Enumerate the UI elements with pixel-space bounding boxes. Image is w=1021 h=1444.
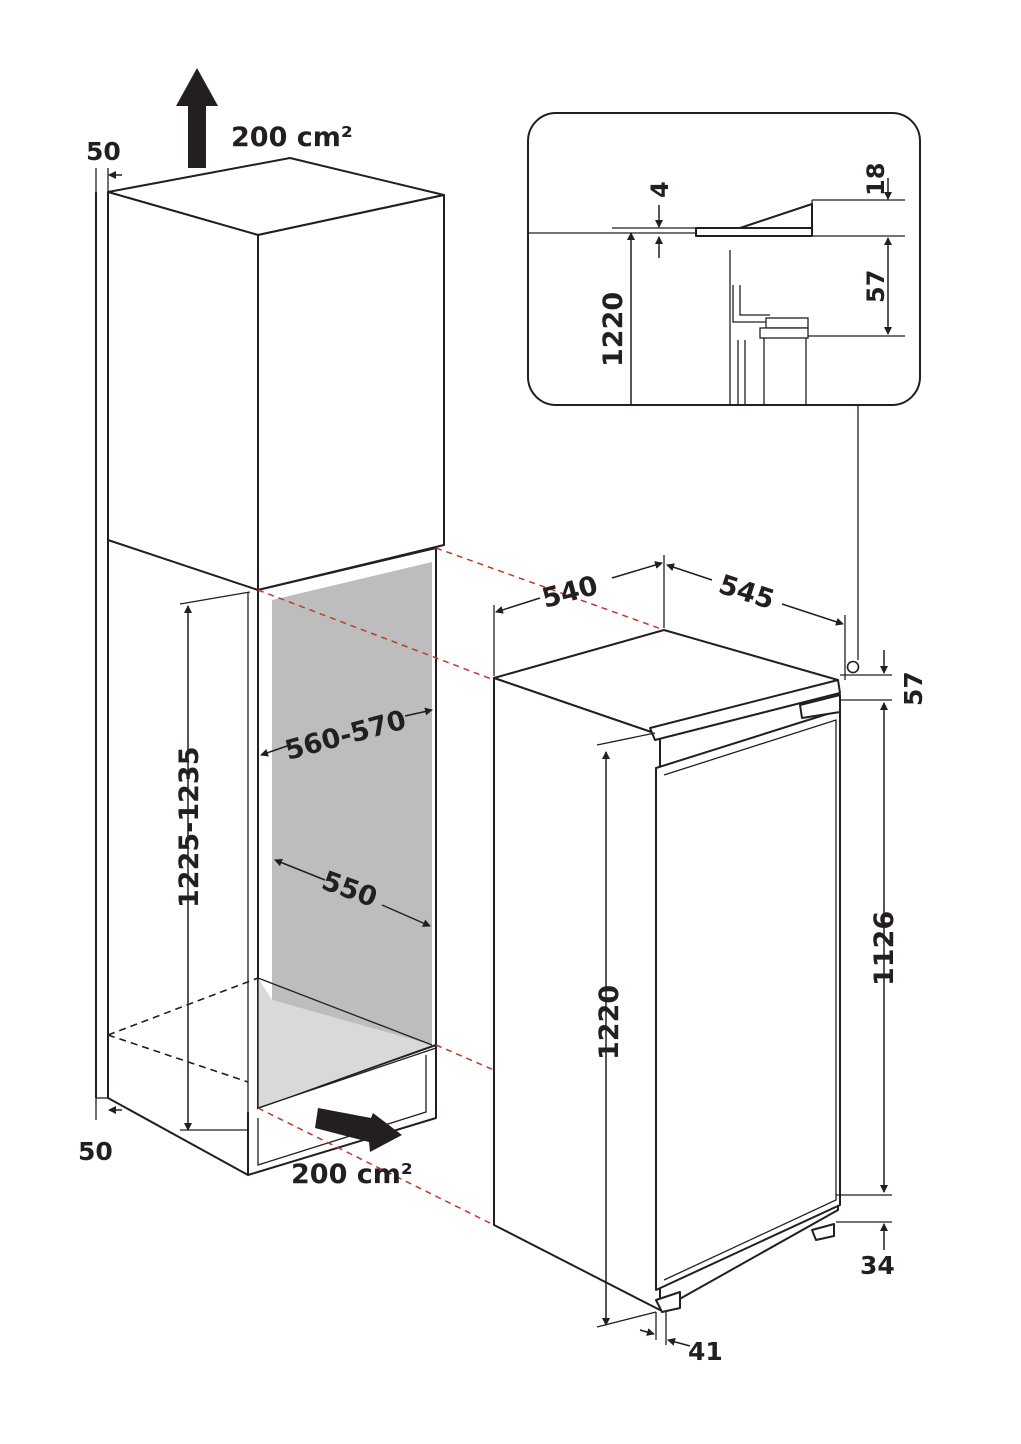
- detail-height-label: 1220: [598, 292, 629, 367]
- cabinet-left-face: [107, 191, 259, 591]
- appliance-height-label: 1220: [594, 985, 625, 1060]
- gap-top-label: 50: [86, 137, 121, 166]
- arrow-diagonal-icon: [315, 1108, 402, 1152]
- alignment-guides: [257, 547, 665, 1226]
- door-height-label: 1126: [869, 911, 900, 986]
- appliance-door: [655, 709, 841, 1291]
- vent-top-label: 200 cm²: [231, 122, 353, 153]
- door-offset-label: 41: [688, 1337, 723, 1366]
- niche-floor: [258, 978, 432, 1108]
- detail-gap-label: 4: [646, 181, 674, 198]
- appliance: [493, 629, 860, 1313]
- arrow-up-icon: [176, 68, 218, 168]
- detail-top-label: 18: [862, 163, 890, 196]
- cabinet: [95, 157, 445, 1176]
- gap-bottom-label: 50: [78, 1137, 113, 1166]
- top-gap-label: 57: [899, 671, 928, 706]
- appliance-side-face: [493, 677, 661, 1311]
- cabinet-front-face: [257, 194, 445, 591]
- niche-back-wall: [272, 562, 432, 1045]
- niche-height-label: 1225-1235: [174, 747, 205, 909]
- appliance-width-label: 540: [539, 570, 601, 615]
- plinth-label: 34: [860, 1251, 895, 1280]
- detail-marker: [846, 660, 860, 674]
- dimension-lines: [95, 168, 892, 1347]
- appliance-depth-label: 545: [715, 569, 778, 616]
- detail-inset: [527, 112, 921, 406]
- detail-depth-label: 57: [862, 270, 890, 303]
- vent-bottom-label: 200 cm²: [291, 1159, 413, 1190]
